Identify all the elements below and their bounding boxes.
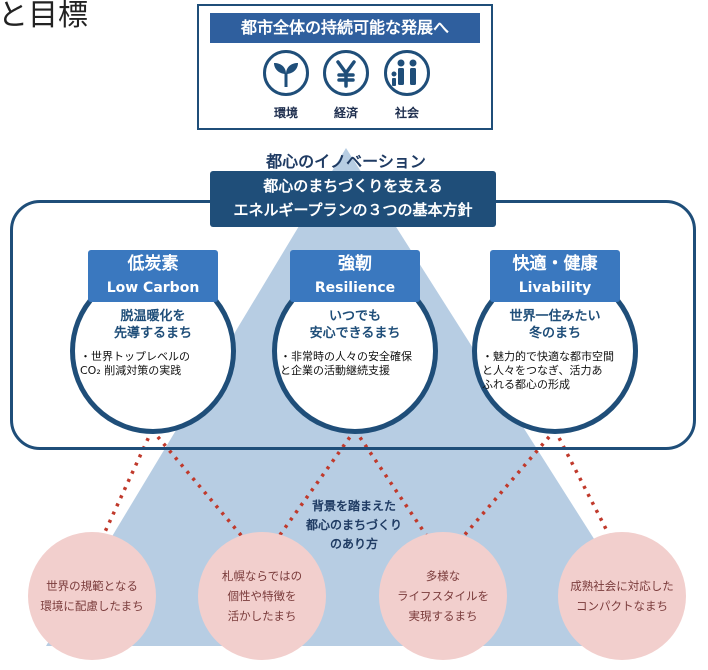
sprout-icon [263,50,309,96]
foundation-text: 世界の規範となる環境に配慮したまち [40,579,144,613]
goal-label-environment: 環境 [273,106,298,120]
pillar-en: Low Carbon [106,280,200,296]
pillar-jp: 強靭 [338,254,372,274]
foundation-text: 札幌ならではの個性や特徴を活かしたまち [221,569,303,623]
foundation-circle [558,532,686,660]
policy-line: 都心のまちづくりを支える [263,177,443,195]
connector-line [553,429,624,561]
pillar-en: Resilience [314,280,396,296]
foundation-circle [379,532,507,660]
pillar-jp: 低炭素 [127,254,179,274]
section-title-fragment: と目標 [0,0,88,33]
background-label: 背景を踏まえた 都心のまちづくり のあり方 [305,499,402,551]
foundation-text: 多様なライフスタイルを実現するまち [397,569,489,623]
pillar-bullet: ・非常時の人々の安全確保と企業の活動継続支援 [280,350,412,377]
connector-line [441,428,557,562]
goal-label-economy: 経済 [333,106,358,120]
yen-icon [323,50,369,96]
goal-title: 都市全体の持続可能な発展へ [210,13,480,43]
pillar-subtitle: 脱温暖化を先導するまち [113,309,192,341]
pillar-subtitle: 世界一住みたい冬のまち [509,309,601,341]
pillar-title-low-carbon: 低炭素 Low Carbon [88,250,218,302]
foundation-text: 成熟社会に対応したコンパクトなまち [570,579,674,613]
foundation-circle [198,532,326,660]
innovation-label: 都心のイノベーション [266,152,426,171]
people-icon [384,50,430,96]
policy-line: エネルギープランの３つの基本方針 [233,201,473,219]
pillar-title-resilience: 強靭 Resilience [290,250,420,302]
pillar-bullet: ・魅力的で快適な都市空間と人々をつなぎ、活力あふれる都心の形成 [482,350,614,391]
connector-line [150,428,264,562]
goal-label-society: 社会 [394,106,419,120]
pillar-subtitle: いつでも安心できるまち [309,309,401,341]
foundation-circle [28,532,156,660]
pillar-en: Livability [518,280,592,296]
pillar-jp: 快適・健康 [512,254,598,274]
pillar-title-livability: 快適・健康 Livability [490,250,620,302]
policy-box: 都心のまちづくりを支える エネルギープランの３つの基本方針 [210,171,496,227]
